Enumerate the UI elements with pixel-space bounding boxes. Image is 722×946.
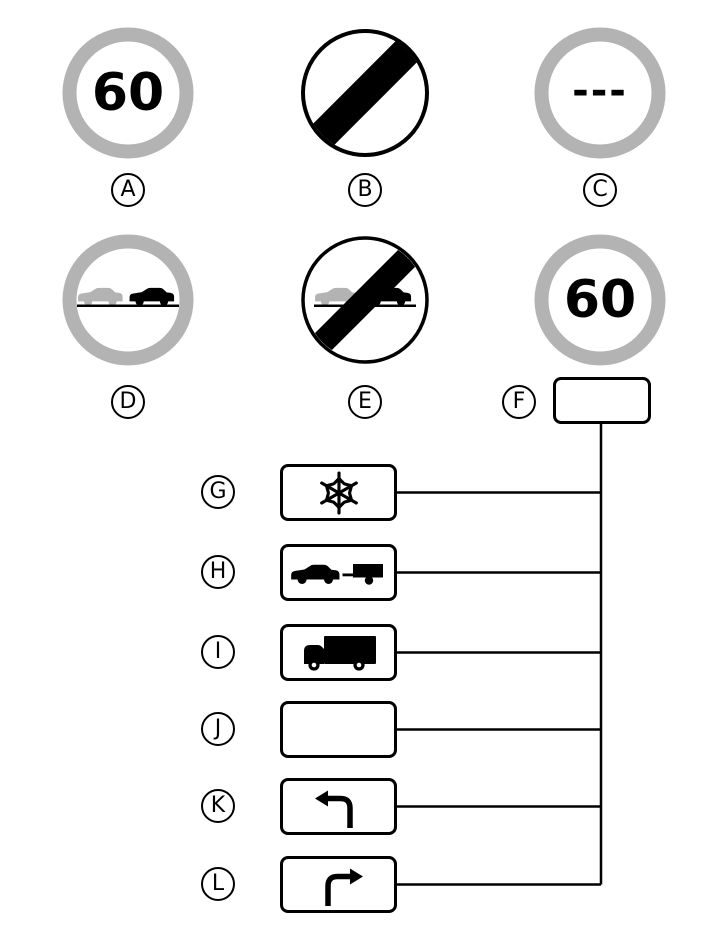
plate-l-right-turn[interactable] bbox=[280, 856, 397, 913]
gray-ring bbox=[62, 27, 194, 159]
sign-f-speed-limit-60: 60 bbox=[534, 234, 666, 366]
truck-icon bbox=[303, 635, 376, 671]
plate-g-snowflake[interactable] bbox=[280, 464, 397, 521]
label-j: J bbox=[201, 712, 235, 746]
label-e: E bbox=[348, 385, 382, 419]
black-car-icon bbox=[129, 287, 175, 306]
label-h: H bbox=[201, 555, 235, 589]
left-turn-arrow-icon bbox=[314, 790, 353, 828]
sign-c-value: --- bbox=[572, 68, 628, 114]
diagonal-band bbox=[314, 249, 416, 351]
sign-c-blank-dashes: --- bbox=[534, 27, 666, 159]
plate-i-truck[interactable] bbox=[280, 624, 397, 681]
car-with-trailer-icon bbox=[290, 563, 383, 585]
diagonal-band bbox=[313, 41, 417, 145]
sign-d-no-overtaking bbox=[62, 234, 194, 366]
label-c: C bbox=[583, 173, 617, 207]
sign-a-speed-limit-60: 60 bbox=[62, 27, 194, 159]
gray-car-icon bbox=[78, 287, 123, 306]
sign-a-value: 60 bbox=[92, 63, 164, 123]
label-b: B bbox=[348, 173, 382, 207]
sign-b-end-of-all-restrictions bbox=[301, 29, 429, 157]
label-f: F bbox=[502, 385, 536, 419]
label-d: D bbox=[111, 385, 145, 419]
snowflake-icon bbox=[317, 470, 360, 515]
label-a: A bbox=[111, 173, 145, 207]
sign-e-end-of-no-overtaking bbox=[301, 236, 429, 364]
gray-ring bbox=[534, 27, 666, 159]
label-g: G bbox=[201, 475, 235, 509]
sign-f-value: 60 bbox=[564, 270, 636, 330]
label-k: K bbox=[201, 789, 235, 823]
label-i: I bbox=[201, 635, 235, 669]
plate-k-left-turn[interactable] bbox=[280, 778, 397, 835]
answer-box-f[interactable] bbox=[553, 377, 651, 424]
label-l: L bbox=[201, 867, 235, 901]
gray-ring bbox=[62, 234, 194, 366]
plate-j-blank[interactable] bbox=[280, 701, 397, 758]
right-turn-arrow-icon bbox=[324, 868, 363, 906]
plate-h-car-with-trailer[interactable] bbox=[280, 544, 397, 601]
gray-ring bbox=[534, 234, 666, 366]
